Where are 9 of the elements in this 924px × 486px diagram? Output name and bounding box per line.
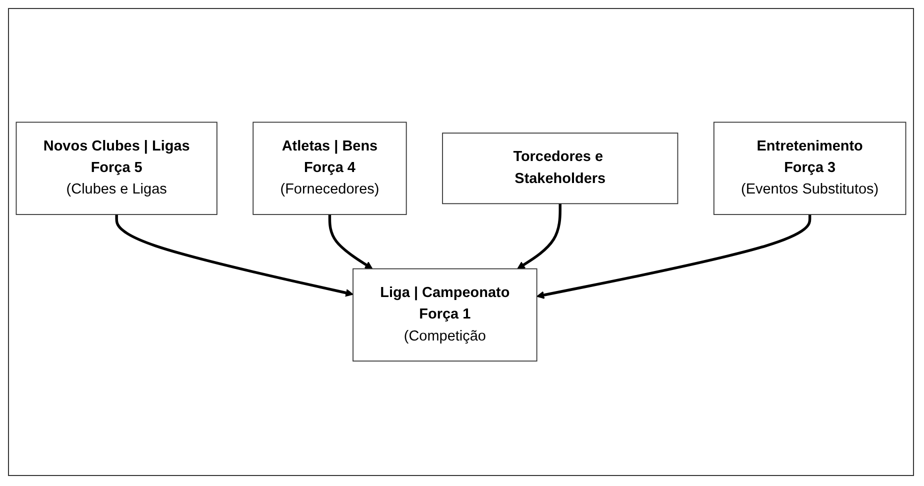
node-box: Novos Clubes | Ligas Força 5 (Clubes e Ligas	[16, 122, 218, 216]
node-box: Torcedores e Stakeholders	[442, 132, 678, 204]
node-box: Entretenimento Força 3 (Eventos Substitutos)	[713, 122, 906, 216]
arrow	[328, 214, 373, 270]
arrow	[536, 214, 812, 300]
node-box: Atletas | Bens Força 4 (Fornecedores)	[252, 122, 407, 216]
arrow	[115, 214, 354, 298]
node-box: Liga | Campeonato Força 1 (Competição	[352, 268, 538, 362]
arrow	[517, 204, 562, 270]
